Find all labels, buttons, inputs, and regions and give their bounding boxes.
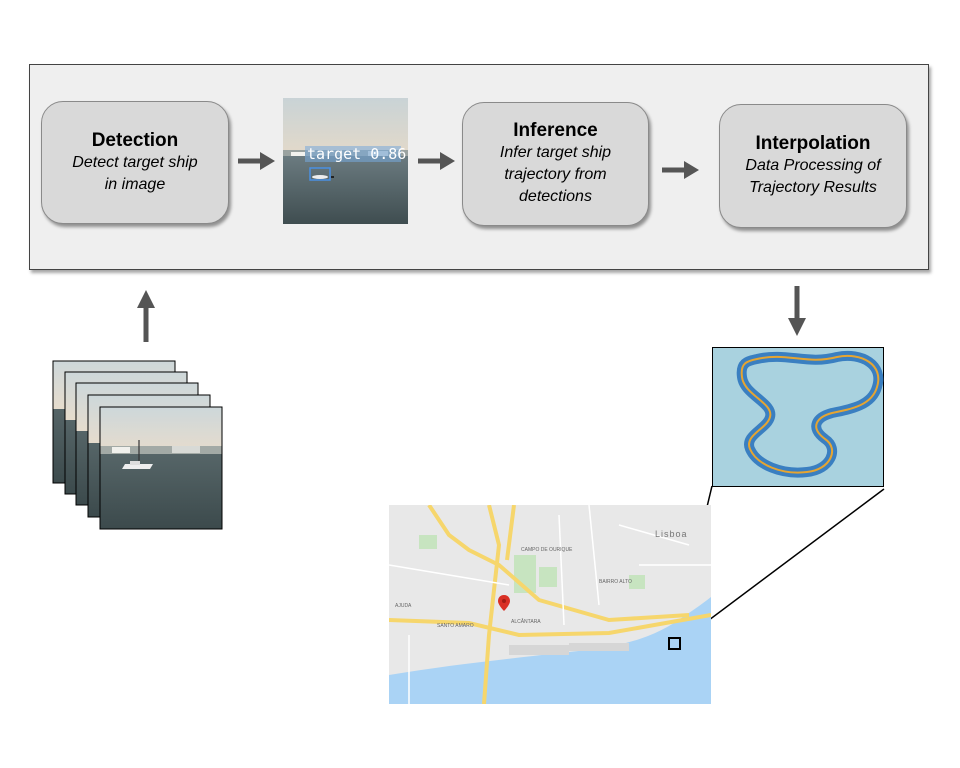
map-label-alcantara: ALCÂNTARA <box>511 618 541 625</box>
inference-title: Inference <box>513 120 598 141</box>
detection-sample-image: target 0.86 <box>283 98 408 224</box>
frame-front <box>99 406 223 530</box>
arrow-up-icon <box>137 290 155 342</box>
trajectory-plot <box>712 347 884 487</box>
detection-title: Detection <box>91 129 179 151</box>
map-pin-icon <box>498 595 510 611</box>
detection-description: Detect target ship in image <box>72 153 198 193</box>
interpolation-stage: Interpolation Data Processing of Traject… <box>719 104 907 228</box>
map-label-campo: CAMPO DE OURIQUE <box>521 547 573 553</box>
map-label-bairro: BAIRRO ALTO <box>599 579 632 585</box>
arrow-right-icon <box>238 152 275 170</box>
input-frame-stack <box>52 360 224 532</box>
detection-stage: Detection Detect target ship in image <box>41 101 229 224</box>
arrow-right-icon <box>418 152 455 170</box>
detection-label: target 0.86 <box>307 145 407 163</box>
river-water <box>389 597 711 704</box>
interpolation-description: Data Processing of Trajectory Results <box>745 157 881 196</box>
city-map: CAMPO DE OURIQUE BAIRRO ALTO SANTO AMARO… <box>388 503 712 705</box>
arrow-down-icon <box>788 286 806 336</box>
inference-description: Infer target ship trajectory from detect… <box>499 144 612 205</box>
map-city-label: Lisboa <box>655 529 688 539</box>
zoom-line-right <box>680 488 885 642</box>
map-label-ajuda: AJUDA <box>395 603 412 609</box>
arrow-right-icon <box>662 161 699 179</box>
inference-stage: Inference Infer target ship trajectory f… <box>462 102 649 226</box>
map-label-santo-amaro: SANTO AMARO <box>437 623 474 629</box>
interpolation-title: Interpolation <box>755 133 871 154</box>
trajectory-line <box>740 354 880 474</box>
map-zoom-region <box>668 637 681 650</box>
